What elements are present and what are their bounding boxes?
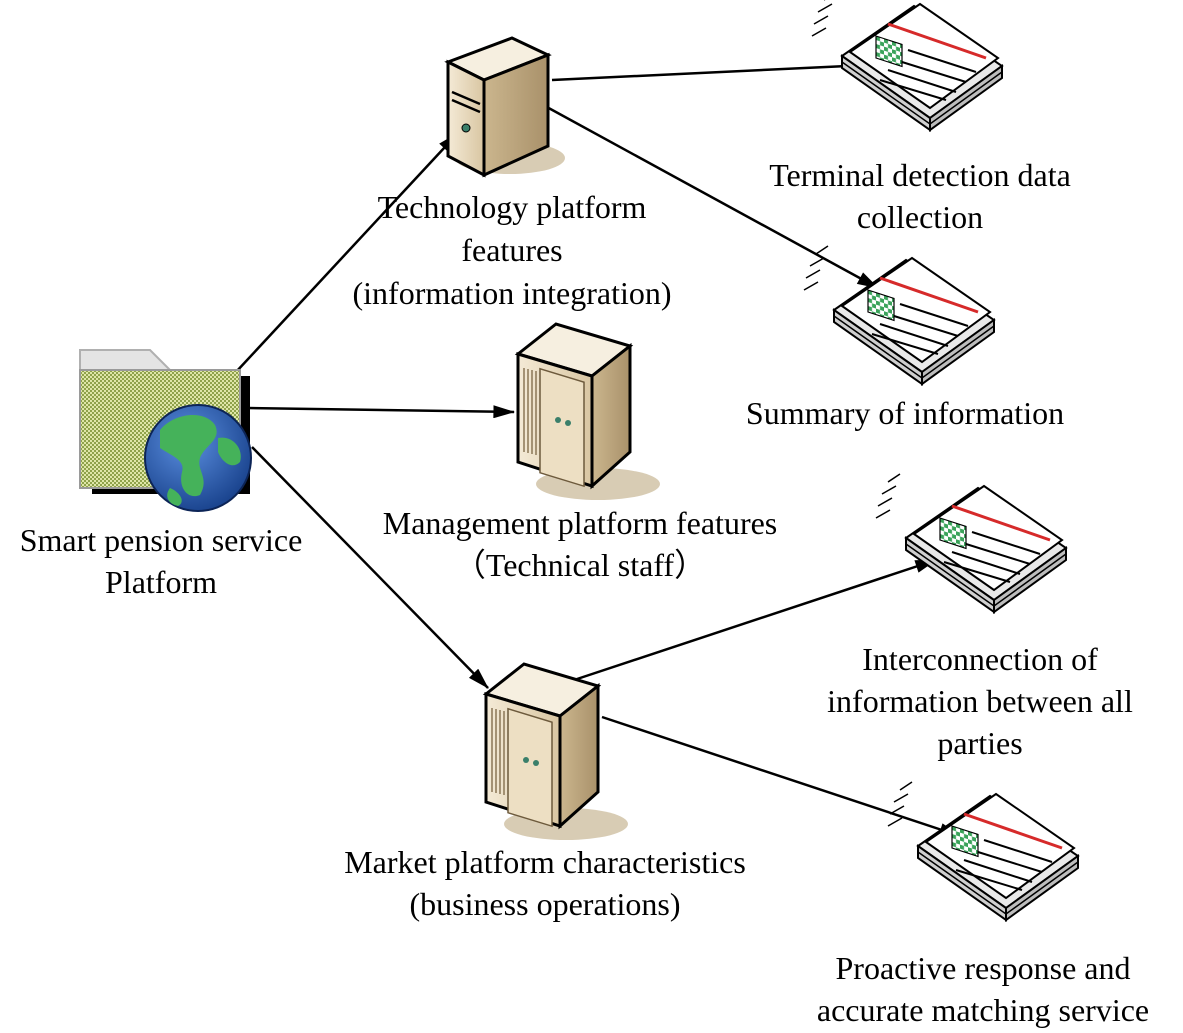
- edge-platform-management: [247, 405, 516, 419]
- node-label-terminal: Terminal detection data collection: [769, 157, 1071, 235]
- edge-market-proactive: [601, 715, 962, 838]
- server-tower-icon: [444, 36, 565, 178]
- node-label-platform: Smart pension service Platform: [19, 522, 303, 600]
- node-label-technology: Technology platform features (informatio…: [352, 189, 672, 311]
- document-stack-icon: [802, 244, 996, 386]
- document-stack-icon: [810, 0, 1004, 132]
- node-label-market: Market platform characteristics (busines…: [344, 844, 746, 922]
- node-label-proactive: Proactive response and accurate matching…: [816, 950, 1150, 1028]
- server-cabinet-icon: [484, 662, 630, 842]
- edge-platform-market: [251, 446, 489, 689]
- node-label-interconnection: Interconnection of information between a…: [827, 641, 1133, 761]
- node-label-management: Management platform features （Technical …: [382, 505, 778, 583]
- folder-globe-icon: [79, 349, 252, 512]
- document-stack-icon: [886, 780, 1080, 922]
- server-cabinet-icon: [516, 322, 662, 502]
- node-label-summary: Summary of information: [745, 395, 1065, 431]
- document-stack-icon: [874, 472, 1068, 614]
- edge-technology-summary: [533, 98, 879, 290]
- connection-lines: [235, 58, 962, 838]
- edge-platform-technology: [235, 132, 459, 373]
- edge-technology-terminal: [551, 58, 892, 82]
- edge-market-interconnection: [567, 558, 938, 684]
